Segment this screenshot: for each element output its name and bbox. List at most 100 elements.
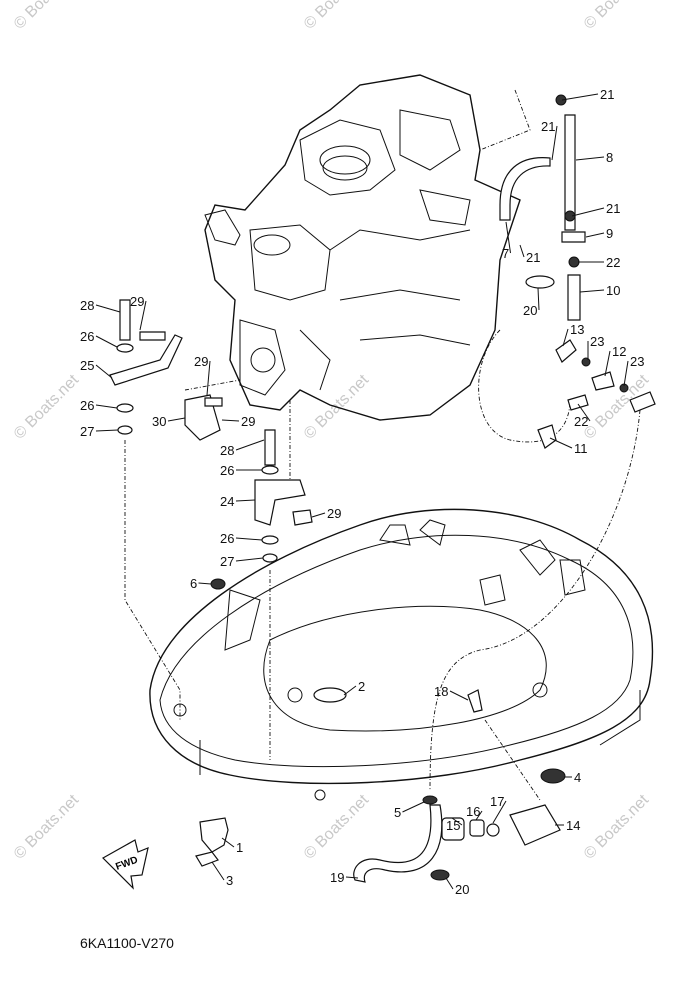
leader-line: [537, 287, 540, 311]
callout-26: 26: [220, 463, 234, 478]
bolt-28: [119, 299, 131, 341]
callout-19: 19: [330, 870, 344, 885]
leader-line: [235, 537, 263, 541]
leader-line: [95, 429, 119, 432]
watermark: © Boats.net: [11, 0, 83, 33]
grommet-20: [525, 275, 555, 289]
leader-line: [95, 335, 118, 348]
leader-line: [198, 582, 212, 585]
callout-18: 18: [434, 684, 448, 699]
hose-19: [353, 804, 443, 883]
engine-block: [204, 74, 521, 421]
leader-line: [571, 207, 605, 217]
callout-23: 23: [630, 354, 644, 369]
leader-line: [549, 437, 573, 449]
leader-line: [95, 404, 118, 409]
fwd-arrow-icon: FWD: [102, 839, 149, 890]
washer-17: [486, 823, 500, 837]
watermark: © Boats.net: [11, 371, 83, 443]
callout-1: 1: [236, 840, 243, 855]
callout-26: 26: [220, 531, 234, 546]
leader-line: [579, 289, 605, 293]
hose-8: [564, 114, 576, 231]
leader-line: [211, 861, 225, 881]
clamp-21: [555, 94, 567, 106]
grommet-2: [313, 687, 347, 703]
leader-line: [235, 439, 265, 451]
leader-lines: [95, 93, 629, 890]
callout-21: 21: [541, 119, 555, 134]
callout-29: 29: [130, 294, 144, 309]
watermark: © Boats.net: [11, 791, 83, 863]
callout-26: 26: [80, 398, 94, 413]
watermark: © Boats.net: [301, 0, 373, 33]
joint-9: [561, 231, 586, 243]
leader-line: [139, 300, 147, 331]
callout-27: 27: [220, 554, 234, 569]
callout-30: 30: [152, 414, 166, 429]
leader-line: [343, 685, 357, 696]
bracket-25: [109, 334, 183, 386]
leader-line: [449, 690, 469, 701]
part-11: [537, 424, 557, 449]
routing-lines: [124, 89, 641, 801]
joint-12: [591, 371, 615, 391]
leader-line: [95, 304, 121, 313]
hose-10: [567, 274, 581, 321]
nut-15: [441, 817, 465, 841]
leader-line: [585, 232, 605, 238]
grommet-6: [210, 578, 226, 590]
callout-21: 21: [600, 87, 614, 102]
leader-line: [206, 360, 211, 396]
callout-21: 21: [606, 201, 620, 216]
callout-29: 29: [327, 506, 341, 521]
callout-25: 25: [80, 358, 94, 373]
leader-line: [167, 417, 186, 422]
leader-line: [519, 244, 525, 258]
callout-20: 20: [523, 303, 537, 318]
leader-line: [345, 876, 359, 879]
callout-4: 4: [574, 770, 581, 785]
callout-14: 14: [566, 818, 580, 833]
leader-line: [451, 817, 463, 826]
watermark: © Boats.net: [581, 791, 653, 863]
callout-26: 26: [80, 329, 94, 344]
callout-2: 2: [358, 679, 365, 694]
leader-line: [577, 403, 591, 422]
callout-16: 16: [466, 804, 480, 819]
leader-line: [604, 350, 611, 377]
callout-10: 10: [606, 283, 620, 298]
leader-line: [235, 557, 264, 562]
callout-8: 8: [606, 150, 613, 165]
callout-28: 28: [80, 298, 94, 313]
callout-11: 11: [574, 441, 588, 456]
hose-13: [555, 339, 577, 363]
leader-line: [311, 512, 326, 518]
callout-21: 21: [526, 250, 540, 265]
leader-line: [402, 801, 425, 813]
bottom-cowling: [149, 508, 654, 801]
leader-line: [505, 221, 511, 254]
leader-line: [492, 800, 507, 824]
fitting-14: [509, 804, 561, 846]
callout-29: 29: [241, 414, 255, 429]
callout-20: 20: [455, 882, 469, 897]
callout-22: 22: [574, 414, 588, 429]
leader-line: [551, 125, 558, 161]
clip-3: [195, 851, 219, 867]
callout-27: 27: [80, 424, 94, 439]
leader-line: [562, 328, 569, 347]
clamp-22: [568, 256, 580, 268]
callout-24: 24: [220, 494, 234, 509]
callout-5: 5: [394, 805, 401, 820]
part-code: 6KA1100-V270: [80, 935, 174, 951]
bracket-24: [254, 479, 306, 526]
callout-23: 23: [590, 334, 604, 349]
callout-13: 13: [570, 322, 584, 337]
watermark: © Boats.net: [581, 0, 653, 33]
leader-line: [221, 837, 235, 848]
callout-6: 6: [190, 576, 197, 591]
